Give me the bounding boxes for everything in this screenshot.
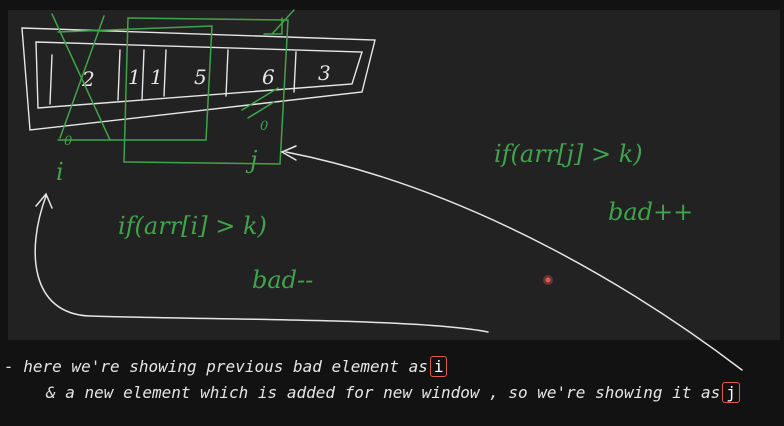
window-markup bbox=[51, 9, 295, 165]
note-line-2-text: & a new element which is added for new w… bbox=[46, 383, 721, 402]
left-action: bad-- bbox=[252, 266, 313, 294]
laser-pointer-icon bbox=[543, 275, 553, 285]
array-cell-value: 3 bbox=[318, 61, 331, 85]
right-condition: if(arr[j] > k) bbox=[494, 140, 643, 168]
zero-label-i: 0 bbox=[64, 134, 72, 149]
right-action: bad++ bbox=[608, 198, 693, 226]
drawing-canvas[interactable] bbox=[8, 10, 780, 340]
arrow-to-j bbox=[280, 145, 743, 371]
array-cell-value: 1 bbox=[150, 65, 163, 89]
pointer-i: i bbox=[56, 158, 64, 186]
zero-label-j: 0 bbox=[260, 119, 268, 134]
array-cell-value: 6 bbox=[262, 65, 275, 89]
note-line-1-text: - here we're showing previous bad elemen… bbox=[4, 357, 428, 376]
left-condition: if(arr[i] > k) bbox=[118, 212, 267, 240]
arrow-to-i bbox=[34, 192, 489, 333]
array-cell-value: 1 bbox=[128, 65, 141, 89]
boxed-i-label: i bbox=[429, 356, 448, 377]
note-line-2: & a new element which is added for new w… bbox=[46, 382, 740, 403]
array-outline bbox=[21, 27, 376, 131]
boxed-j-label: j bbox=[722, 382, 740, 403]
note-line-1: - here we're showing previous bad elemen… bbox=[4, 356, 448, 377]
array-cell-value: 5 bbox=[194, 65, 207, 89]
pointer-j: j bbox=[245, 146, 258, 174]
array-cell-value: 2 bbox=[81, 67, 95, 91]
